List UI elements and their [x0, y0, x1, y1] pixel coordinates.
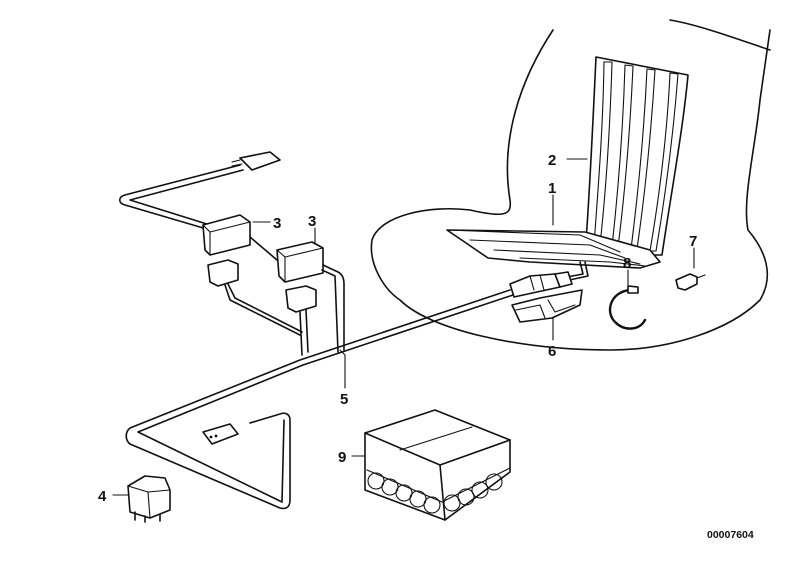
label-part-9: 9 [338, 449, 346, 466]
box-circles [367, 472, 503, 514]
label-part-7: 7 [689, 233, 697, 250]
upper-cable [118, 151, 281, 231]
label-part-8: 8 [623, 255, 631, 272]
label-part-4: 4 [98, 488, 107, 505]
switch-plug-a [207, 259, 303, 336]
cushion-heating-element [446, 229, 661, 283]
label-part-3b: 3 [308, 213, 316, 230]
backrest-heating-element [584, 56, 689, 256]
switch-a [202, 214, 251, 256]
repair-kit-box [364, 409, 511, 521]
seat-connector [509, 271, 573, 298]
label-part-5: 5 [340, 391, 348, 408]
switch-cable [249, 236, 278, 261]
label-part-2: 2 [548, 152, 556, 169]
switch-plug-b [285, 285, 317, 356]
image-code: 00007604 [707, 529, 754, 541]
seat-outline [370, 19, 771, 351]
label-part-3a: 3 [273, 215, 281, 232]
cable-clip [675, 273, 698, 291]
connector-holder [511, 289, 583, 323]
label-part-1: 1 [548, 180, 556, 197]
wiring-harness [125, 289, 514, 510]
clamp-ring-tab [627, 285, 639, 294]
label-part-6: 6 [548, 343, 556, 360]
clamp-ring [608, 288, 647, 330]
leader-lines [112, 158, 695, 496]
cable-clip-tail [696, 274, 706, 279]
relay [127, 475, 171, 523]
switch-b [276, 241, 324, 283]
harness-connector [202, 423, 239, 445]
